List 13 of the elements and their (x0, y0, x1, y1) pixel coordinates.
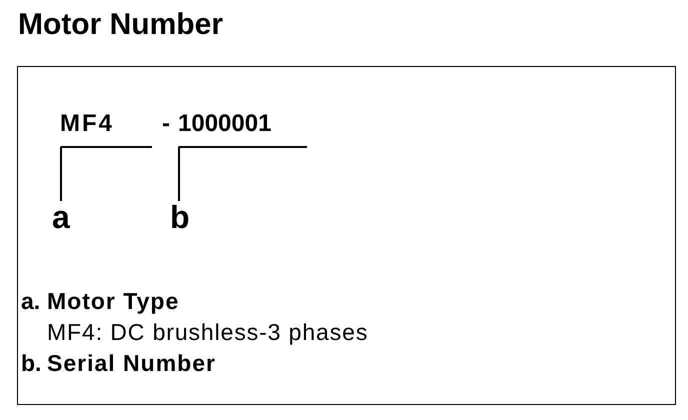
key-description: MF4: DC brushless-3 phases (47, 321, 368, 344)
callout-letter: a (52, 201, 70, 233)
callout-letter: b (170, 201, 190, 233)
title: Motor Number (18, 10, 223, 40)
list-marker: a. (21, 290, 40, 313)
separator-dash: - (162, 112, 170, 136)
key-term: Motor Type (47, 290, 180, 313)
leader-line (60, 146, 153, 201)
serial-code: 1000001 (178, 112, 307, 152)
type-code: MF4 (60, 112, 152, 152)
leader-line (178, 146, 308, 201)
key-term: Serial Number (47, 352, 216, 375)
list-marker: b. (21, 352, 42, 375)
